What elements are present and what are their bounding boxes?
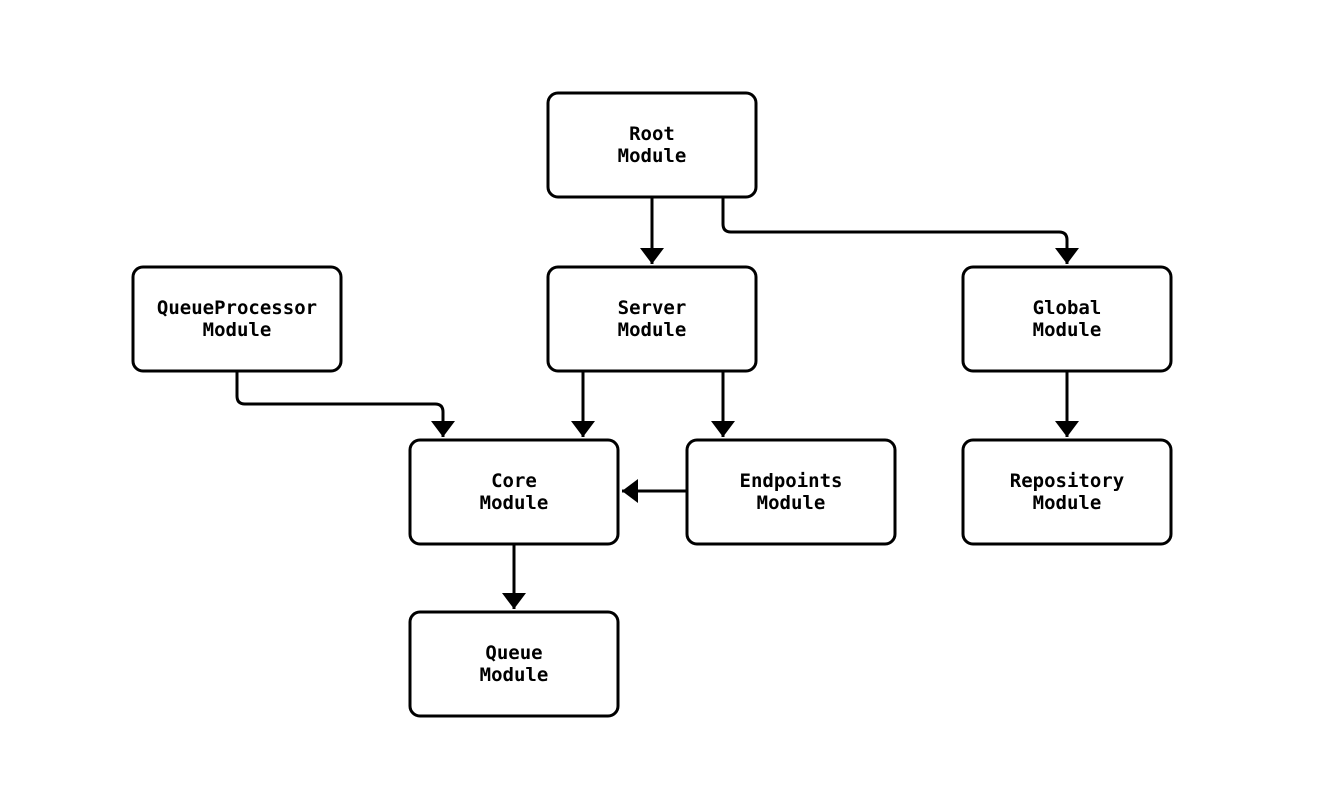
edge-queueprocessor-to-core [235, 371, 455, 437]
node-box-global [961, 265, 1173, 373]
node-box-server [546, 265, 758, 373]
node-box-queueprocessor [131, 265, 343, 373]
node-box-endpoints [685, 438, 897, 546]
node-box-repository [961, 438, 1173, 546]
node-box-queue [408, 610, 620, 718]
node-box-core [408, 438, 620, 546]
edge-root-to-global [721, 197, 1079, 264]
node-box-root [546, 91, 758, 199]
